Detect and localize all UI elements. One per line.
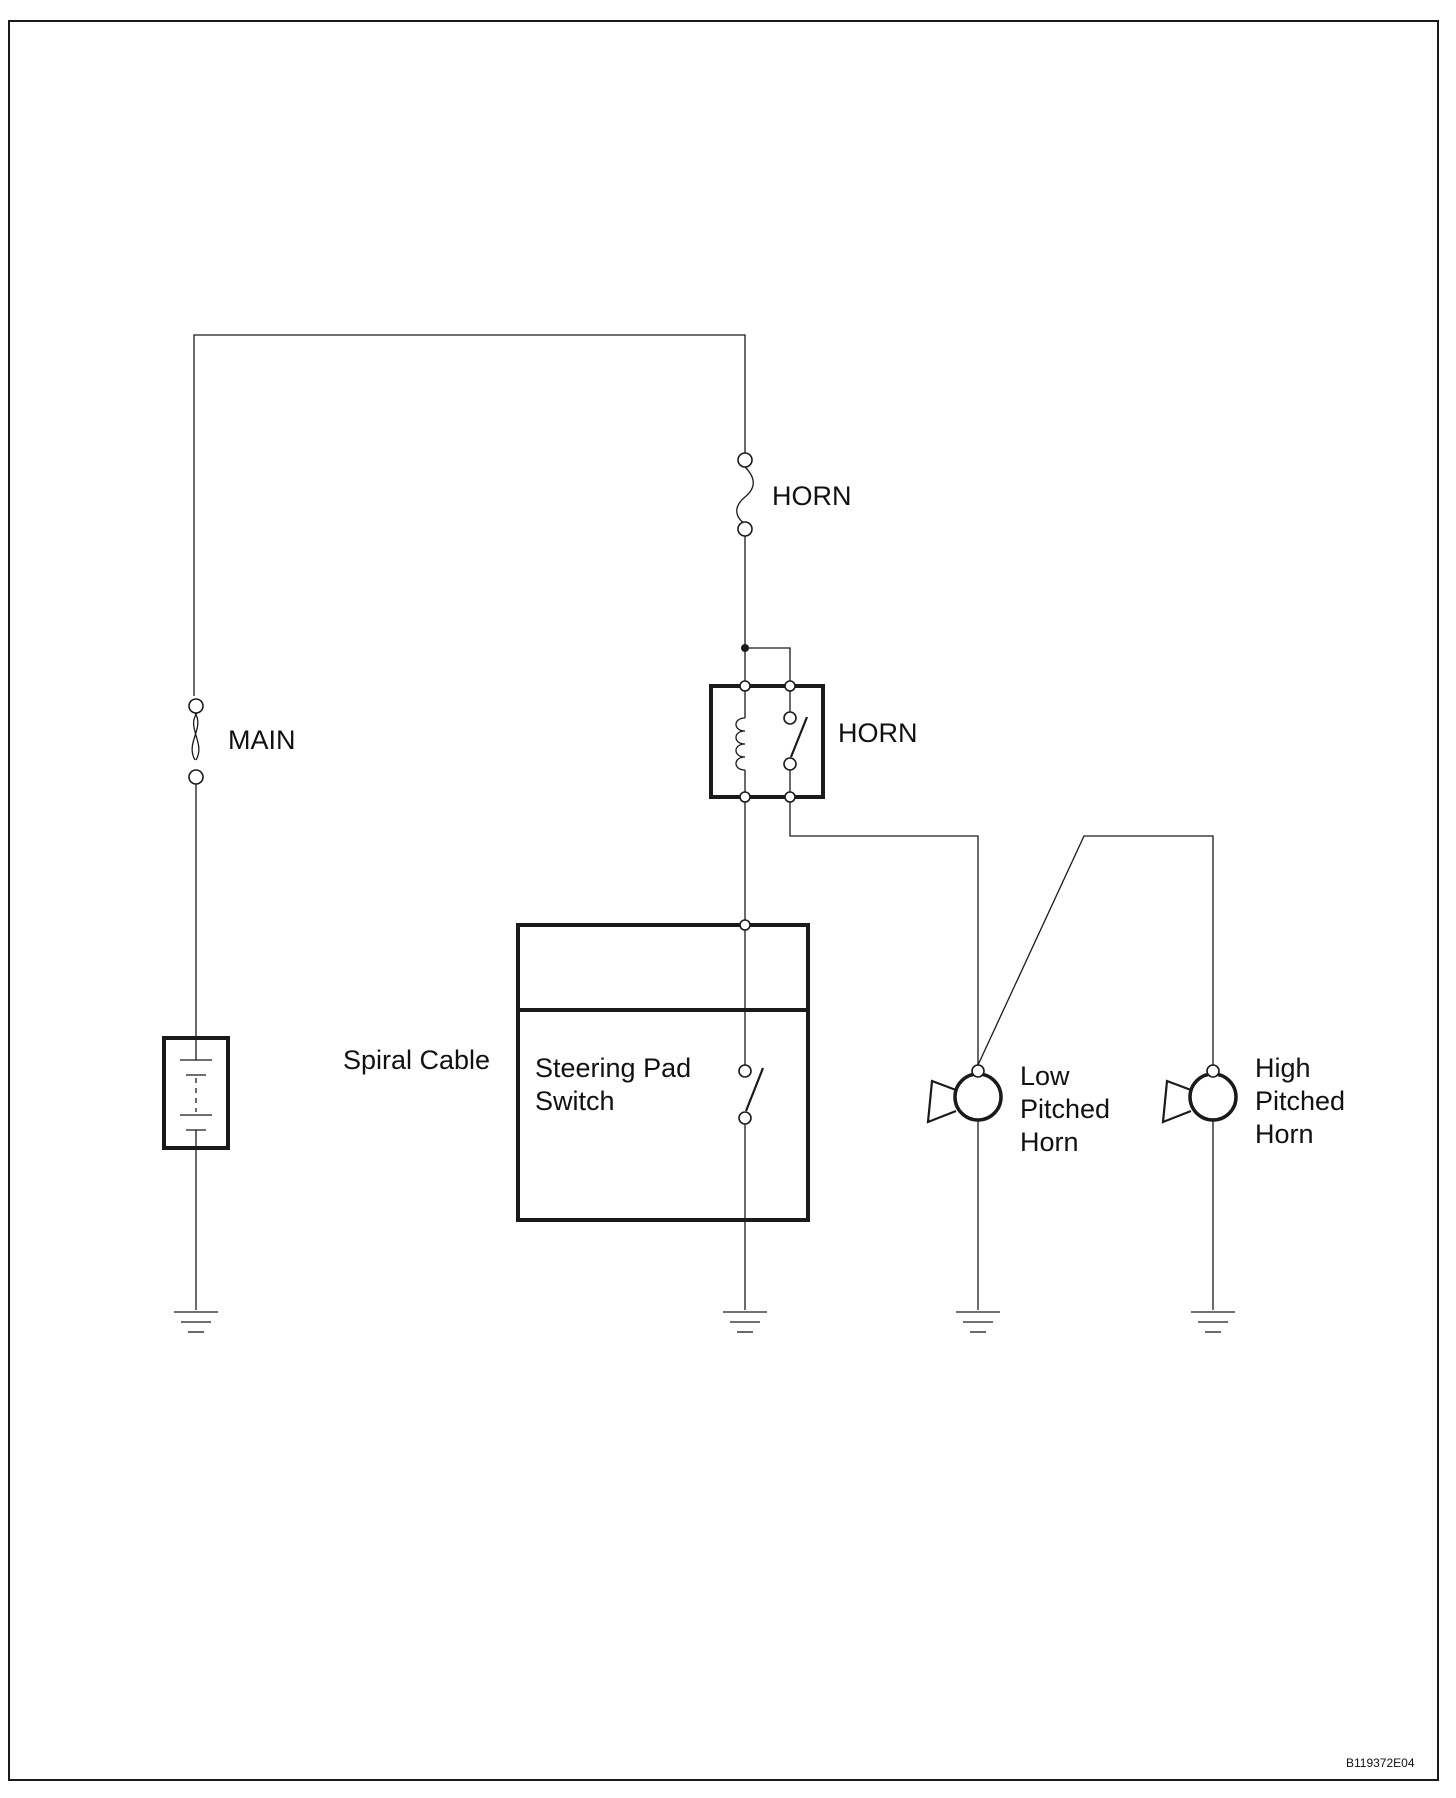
relay-contact-blade	[789, 716, 809, 758]
spiral-cable-terminal	[739, 919, 751, 931]
spiral-cable-label: Spiral Cable	[343, 1045, 490, 1075]
main-fuse-terminal-top	[188, 698, 204, 714]
wire-relay-to-low-horn	[789, 802, 979, 1065]
low-pitched-horn-icon	[926, 1064, 1003, 1124]
relay-terminal-4	[784, 791, 796, 803]
high-horn-label-line-3: Horn	[1255, 1119, 1314, 1149]
ground-symbol-4	[1191, 1311, 1235, 1333]
wire-low-to-high-horn	[977, 835, 1214, 1066]
main-fuse-label: MAIN	[228, 725, 296, 755]
wire-top	[193, 334, 746, 696]
main-fuse-terminal-bottom	[188, 769, 204, 785]
low-horn-label-line-2: Pitched	[1020, 1094, 1110, 1124]
relay-terminal-3	[739, 791, 751, 803]
steering-switch-contact-bottom	[738, 1111, 752, 1125]
steering-pad-label-line-1: Steering Pad	[535, 1053, 691, 1083]
main-branch: MAIN	[162, 334, 746, 1333]
relay-contact-top	[783, 711, 797, 725]
horn-fuse-terminal-bottom	[737, 521, 753, 537]
ground-symbol-3	[956, 1311, 1000, 1333]
horn-fuse-symbol	[736, 466, 754, 525]
wire-relay-contact-feed	[745, 647, 791, 684]
figure-code: B119372E04	[1346, 1756, 1415, 1770]
relay-terminal-2	[784, 680, 796, 692]
horn-relay-label: HORN	[838, 718, 918, 748]
relay-contact-bottom	[783, 757, 797, 771]
low-horn-label-line-3: Horn	[1020, 1127, 1079, 1157]
steering-pad-label-line-2: Switch	[535, 1086, 615, 1116]
relay-coil-symbol	[735, 717, 746, 771]
spiral-cable-box	[516, 923, 810, 1222]
low-horn-label-line-1: Low	[1020, 1061, 1070, 1091]
high-horn-label-line-1: High	[1255, 1053, 1311, 1083]
horn-relay-box	[709, 684, 825, 799]
high-horn-label-line-2: Pitched	[1255, 1086, 1345, 1116]
steering-switch-blade	[744, 1067, 765, 1112]
main-fuse-symbol	[191, 712, 200, 761]
high-pitched-horn-icon	[1161, 1064, 1238, 1124]
ground-symbol-1	[174, 1311, 218, 1333]
horn-fuse-terminal-top	[737, 452, 753, 468]
horn-branch: Low Pitched Horn High Pitched Horn	[789, 802, 1345, 1333]
ground-symbol-2	[723, 1311, 767, 1333]
steering-switch-contact-top	[738, 1064, 752, 1078]
horn-fuse-label: HORN	[772, 481, 852, 511]
relay-terminal-1	[739, 680, 751, 692]
frame-border	[8, 20, 1439, 1781]
center-branch: HORN HORN Spiral Cable Steering Pa	[343, 452, 918, 1333]
